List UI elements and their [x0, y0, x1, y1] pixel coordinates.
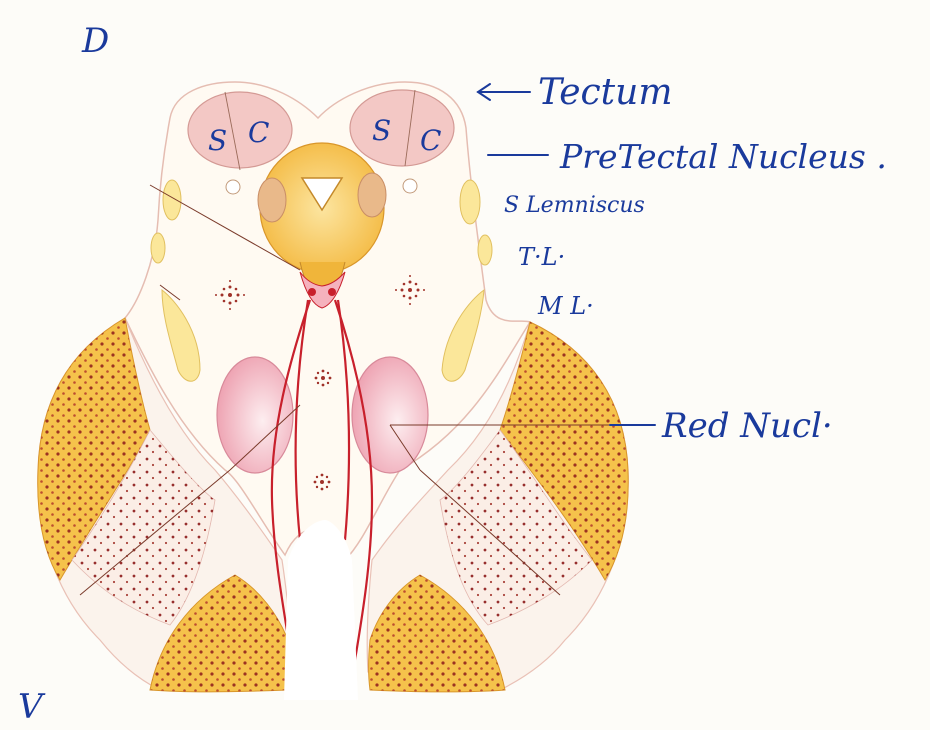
- red-nucleus-label: Red Nucl·: [661, 406, 833, 446]
- tectum-label-group: Tectum: [478, 72, 672, 113]
- pretectal-label-group: PreTectal Nucleus .: [488, 137, 887, 176]
- spinal-lemniscus-label: S Lemniscus: [504, 193, 645, 218]
- tectum-label: Tectum: [538, 72, 672, 113]
- colliculus-letter-right-s: S: [372, 114, 391, 147]
- superior-colliculus-left: [188, 92, 292, 168]
- red-nucleus-label-group: Red Nucl·: [610, 406, 833, 446]
- medial-lemniscus-label: M L·: [537, 292, 594, 320]
- ventral-marker: V: [18, 687, 46, 727]
- trigeminal-lemniscus-label: T·L·: [518, 243, 565, 271]
- colliculus-letter-left-c: C: [248, 116, 269, 149]
- dorsal-marker: D: [81, 21, 109, 61]
- pretectal-nucleus-label: PreTectal Nucleus .: [559, 137, 887, 176]
- colliculus-letter-right-c: C: [420, 124, 441, 157]
- colliculus-letter-left-s: S: [208, 124, 227, 157]
- interpeduncular-fossa: [284, 520, 358, 700]
- red-nucleus-left: [217, 357, 293, 473]
